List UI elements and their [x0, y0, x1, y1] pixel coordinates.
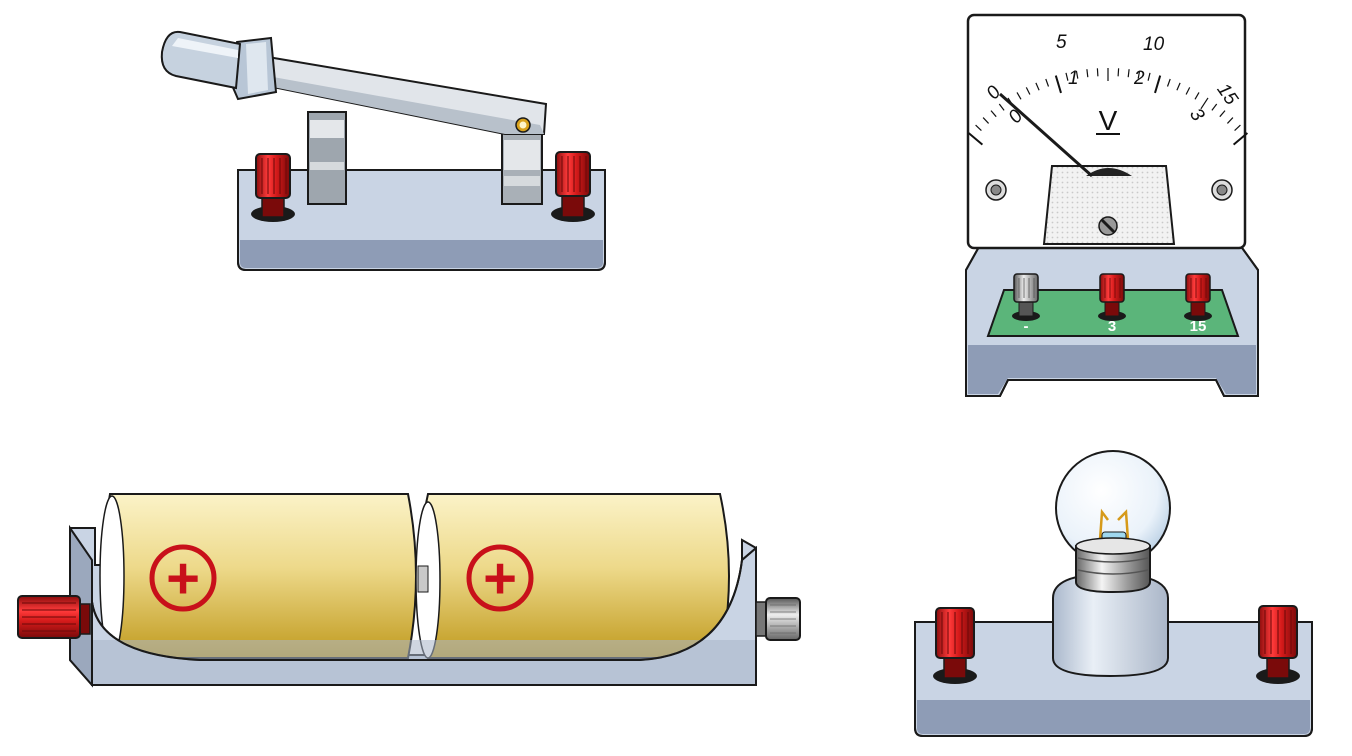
voltmeter-icon: 0 5 10 15 0 1 2 3 V — [965, 13, 1259, 397]
scale-tick — [1016, 92, 1022, 100]
lamp-bulb-base — [1075, 545, 1151, 594]
binding-post-icon — [1256, 605, 1300, 684]
scale-lower-1: 1 — [1068, 68, 1079, 89]
terminal-label-3: 3 — [1108, 318, 1116, 335]
scale-tick — [1185, 87, 1191, 95]
scale-tick — [967, 132, 984, 146]
voltmeter-needle-housing — [1042, 165, 1176, 245]
scale-tick — [1232, 132, 1249, 146]
scale-tick — [1200, 97, 1209, 110]
switch-hinge — [501, 107, 543, 205]
voltmeter-needle — [999, 92, 1093, 178]
lamp-holder-icon — [914, 450, 1313, 737]
scale-tick — [1045, 78, 1050, 87]
voltmeter-unit-symbol: V — [1099, 105, 1118, 136]
binding-post-icon — [17, 595, 91, 639]
binding-post-icon — [251, 153, 295, 222]
voltmeter-face — [966, 13, 1247, 250]
scale-tick — [1226, 117, 1234, 124]
lamp-filament — [1098, 508, 1130, 541]
scale-tick — [1086, 69, 1089, 78]
scale-tick — [1035, 82, 1040, 91]
scale-tick — [1219, 110, 1226, 118]
scale-tick — [1194, 92, 1200, 100]
screw-icon — [985, 179, 1007, 201]
switch-handle — [160, 30, 242, 90]
knife-switch-icon — [160, 30, 606, 271]
scale-tick — [1176, 82, 1181, 91]
terminal-label-15: 15 — [1190, 318, 1207, 335]
scale-tick — [1166, 78, 1171, 87]
binding-post-icon — [1012, 273, 1040, 321]
scale-upper-10: 10 — [1143, 34, 1165, 55]
battery-holder-icon: + + — [17, 493, 801, 688]
voltmeter-scale — [967, 68, 1249, 146]
scale-tick — [990, 110, 997, 118]
scale-tick — [1137, 70, 1141, 79]
scale-tick — [1154, 75, 1162, 94]
scale-tick — [1065, 72, 1069, 81]
battery-cell: + — [99, 493, 417, 659]
cell-polarity-symbol: + — [483, 546, 517, 611]
scale-tick — [1117, 68, 1120, 77]
battery-cell: + — [415, 493, 730, 659]
scale-tick — [1054, 75, 1062, 94]
binding-post-icon — [551, 151, 595, 222]
scale-tick — [998, 103, 1005, 111]
binding-post-icon — [933, 607, 977, 684]
scale-tick — [1075, 70, 1079, 79]
cell-polarity-symbol: + — [166, 546, 200, 611]
scale-lower-2: 2 — [1133, 68, 1145, 89]
scale-tick — [1211, 103, 1218, 111]
scale-tick — [1147, 72, 1151, 81]
scale-tick — [975, 124, 982, 132]
switch-jaw-clip — [307, 111, 347, 205]
scale-tick — [982, 117, 990, 124]
binding-post-icon — [1098, 273, 1126, 321]
scale-tick — [1096, 68, 1099, 77]
terminal-label-negative: - — [1024, 318, 1029, 335]
screw-icon — [1211, 179, 1233, 201]
binding-post-icon — [1184, 273, 1212, 321]
scale-tick — [1025, 87, 1031, 95]
scale-tick — [1234, 124, 1241, 132]
binding-post-icon — [755, 597, 801, 641]
scale-tick — [1127, 69, 1130, 78]
scale-upper-5: 5 — [1056, 32, 1067, 53]
